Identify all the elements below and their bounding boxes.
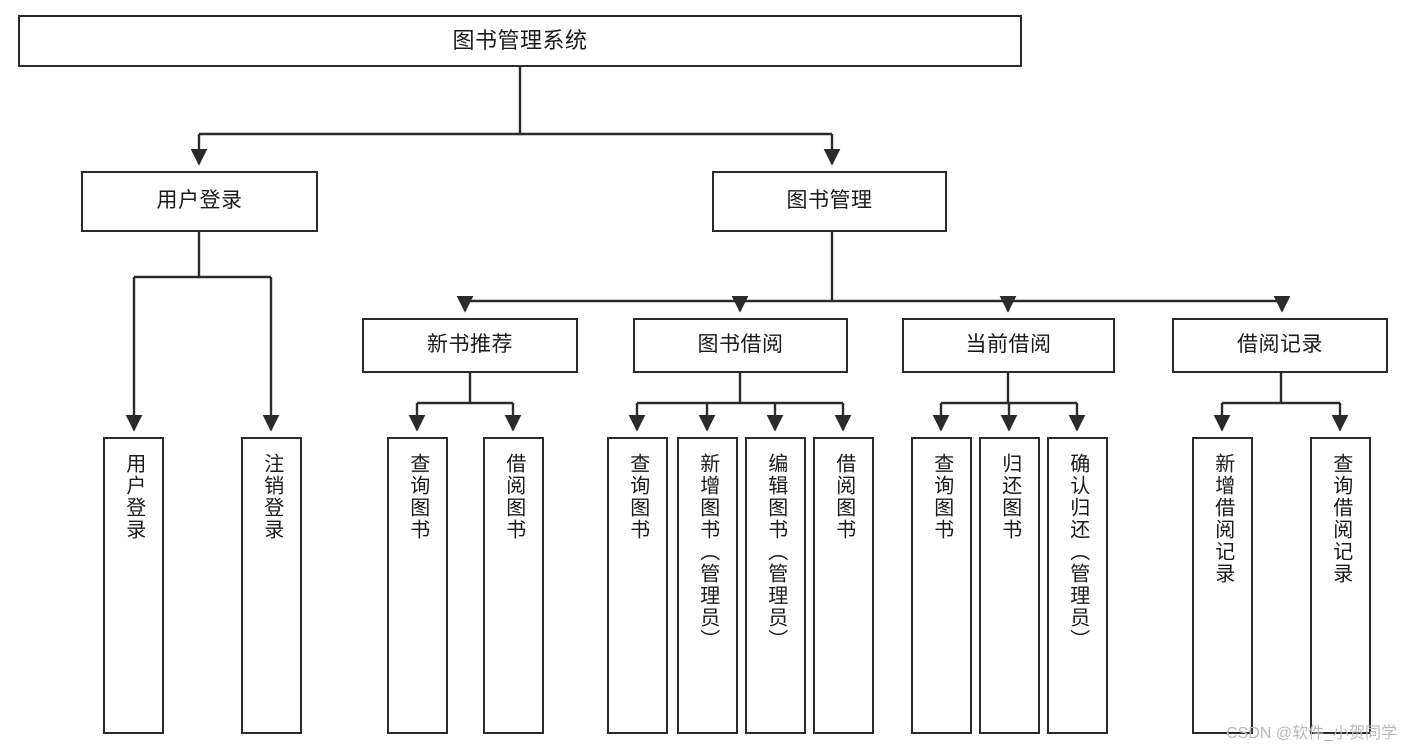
node-current-borrowing[interactable]: 当前借阅 (902, 318, 1115, 373)
node-label: 借阅记录 (1237, 333, 1323, 357)
node-borrowing-records[interactable]: 借阅记录 (1172, 318, 1388, 373)
leaf-return-books[interactable]: 归还图书 (979, 437, 1040, 734)
node-label: 用户登录 (122, 453, 145, 541)
leaf-query-books-recommend[interactable]: 查询图书 (387, 437, 448, 734)
node-label: 图书借阅 (697, 333, 784, 357)
node-label: 图书管理 (786, 189, 873, 213)
node-label: 确认归还（管理员） (1066, 453, 1089, 651)
node-label: 查询图书 (406, 453, 429, 541)
node-label: 图书管理系统 (452, 28, 588, 54)
csdn-watermark: CSDN @软件_小贺同学 (1226, 725, 1397, 742)
leaf-query-books-current[interactable]: 查询图书 (911, 437, 972, 734)
node-label: 编辑图书（管理员） (764, 453, 787, 651)
leaf-confirm-return-admin[interactable]: 确认归还（管理员） (1047, 437, 1108, 734)
node-book-management[interactable]: 图书管理 (712, 171, 947, 232)
node-book-borrowing[interactable]: 图书借阅 (633, 318, 848, 373)
node-user-login[interactable]: 用户登录 (81, 171, 318, 232)
leaf-query-books-borrow[interactable]: 查询图书 (607, 437, 668, 734)
node-label: 借阅图书 (502, 453, 525, 541)
node-label: 新增图书（管理员） (696, 453, 719, 651)
node-book-management-system[interactable]: 图书管理系统 (18, 15, 1022, 67)
node-label: 归还图书 (998, 453, 1021, 541)
leaf-logout[interactable]: 注销登录 (241, 437, 302, 734)
node-label: 注销登录 (260, 453, 283, 541)
leaf-query-borrow-record[interactable]: 查询借阅记录 (1310, 437, 1371, 734)
node-label: 新增借阅记录 (1211, 453, 1234, 585)
leaf-borrow-books[interactable]: 借阅图书 (813, 437, 874, 734)
node-label: 当前借阅 (965, 333, 1052, 357)
node-label: 查询图书 (930, 453, 953, 541)
node-label: 用户登录 (156, 189, 243, 213)
node-label: 查询借阅记录 (1329, 453, 1352, 585)
leaf-borrow-books-recommend[interactable]: 借阅图书 (483, 437, 544, 734)
leaf-edit-book-admin[interactable]: 编辑图书（管理员） (745, 437, 806, 734)
node-label: 查询图书 (626, 453, 649, 541)
node-label: 借阅图书 (832, 453, 855, 541)
node-new-book-recommendation[interactable]: 新书推荐 (362, 318, 578, 373)
leaf-add-borrow-record[interactable]: 新增借阅记录 (1192, 437, 1253, 734)
leaf-add-book-admin[interactable]: 新增图书（管理员） (677, 437, 738, 734)
leaf-user-login[interactable]: 用户登录 (103, 437, 164, 734)
node-label: 新书推荐 (427, 333, 513, 357)
